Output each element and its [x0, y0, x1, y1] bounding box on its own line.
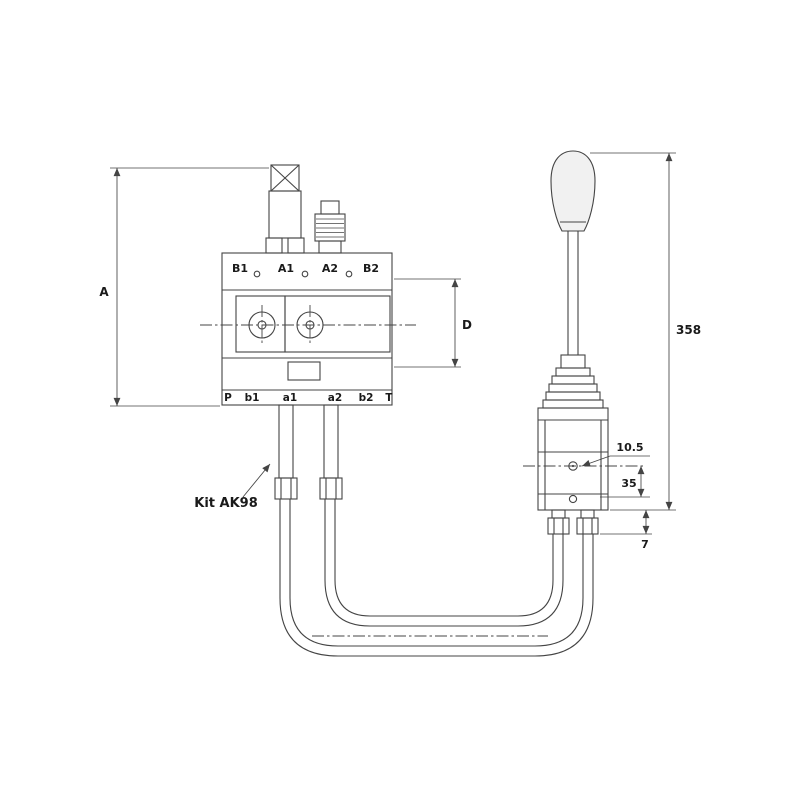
dimension-label-7: 7: [641, 538, 649, 551]
joystick: [537, 150, 609, 545]
port-label-b2-top: B2: [363, 262, 379, 275]
port-label-t: T: [385, 392, 393, 404]
port-label-b1-bottom: b1: [245, 392, 260, 404]
kit-label: Kit AK98: [194, 496, 258, 511]
port-label-b1-top: B1: [232, 262, 248, 275]
threaded-plug: [314, 200, 346, 254]
port-label-b2-bottom: b2: [359, 392, 374, 404]
dimension-lines: [110, 152, 676, 535]
valve-port-fittings: [274, 404, 343, 500]
valve-body-outline: [221, 252, 393, 406]
relief-valve-stack: [265, 164, 305, 254]
control-cable-inner: [324, 499, 564, 627]
port-label-a1-top: A1: [278, 262, 294, 275]
dimension-label-358: 358: [676, 323, 701, 337]
dimension-label-a: A: [99, 285, 109, 299]
dimension-label-d: D: [462, 318, 472, 332]
port-label-a2-top: A2: [322, 262, 338, 275]
joystick-body: [537, 407, 609, 511]
dimension-label-35: 35: [621, 477, 636, 490]
joystick-bottom-fittings: [547, 509, 599, 545]
joystick-bellows: [542, 367, 604, 409]
control-cable-outer: [279, 499, 594, 657]
port-label-a2-bottom: a2: [328, 392, 342, 404]
dimension-label-10-5: 10.5: [616, 441, 643, 454]
joystick-knob: [550, 150, 596, 232]
port-label-a1-bottom: a1: [283, 392, 297, 404]
centerlines: [200, 305, 643, 637]
port-label-p: P: [224, 392, 232, 404]
